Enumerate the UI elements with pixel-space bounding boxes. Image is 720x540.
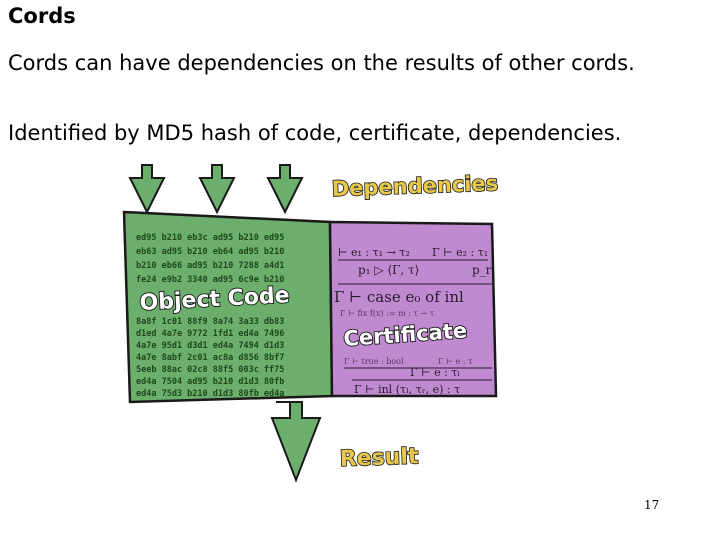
code-line: 4a7e 95d1 d3d1 ed4a 7494 d1d3 — [136, 341, 284, 351]
cert-line: Γ ⊢ true : bool — [344, 357, 404, 366]
code-line: fe24 e9b2 3340 ad95 6c9e b210 — [136, 275, 284, 285]
object-code-text: ed95 b210 eb3c ad95 b210 ed95 eb63 ad95 … — [136, 233, 284, 399]
cert-line: p₁ ▷ ⟨Γ, τ⟩ — [358, 263, 419, 277]
cord-diagram: ed95 b210 eb3c ad95 b210 ed95 eb63 ad95 … — [100, 160, 520, 530]
code-line: 4a7e 8abf 2c01 ac8a d856 8bf7 — [136, 353, 284, 363]
cert-line: Γ ⊢ fix f(x) := m : τ → τ — [340, 309, 435, 318]
cert-line: Γ ⊢ e : τₗ — [410, 366, 460, 379]
slide-title: Cords — [8, 4, 76, 28]
code-line: ed95 b210 eb3c ad95 b210 ed95 — [136, 233, 284, 243]
dependency-arrows — [128, 164, 304, 215]
cert-line: ⊢ e₁ : τ₁ → τ₂ — [338, 246, 410, 259]
label-result: Result — [339, 444, 419, 472]
cert-line: Γ ⊢ e₂ : τ₁ — [432, 246, 488, 259]
code-line: d1ed 4a7e 9772 1fd1 ed4a 7496 — [136, 329, 284, 339]
bullet-identification: Identified by MD5 hash of code, certific… — [8, 121, 622, 145]
cert-line: p_r — [472, 263, 492, 277]
code-line: ed4a 75d3 b210 d1d3 80fb ed4a — [136, 389, 284, 399]
cert-line: Γ ⊢ e : τ — [438, 357, 473, 366]
code-line: eb63 ad95 b210 eb64 ad95 b210 — [136, 247, 284, 257]
code-line: ed4a 7504 ad95 b210 d1d3 80fb — [136, 377, 284, 387]
result-arrow — [270, 401, 322, 483]
dependency-arrow-3 — [266, 164, 304, 215]
page-number: 17 — [644, 498, 660, 512]
certificate-derivation: ⊢ e₁ : τ₁ → τ₂ Γ ⊢ e₂ : τ₁ p₁ ▷ ⟨Γ, τ⟩ p… — [334, 246, 492, 396]
label-dependencies: Dependencies — [331, 171, 498, 201]
dependency-arrow-1 — [128, 164, 166, 215]
cert-line: Γ ⊢ inl (τₗ, τᵣ, e) : τ — [354, 383, 460, 396]
certificate-block — [328, 220, 498, 398]
cord-diagram-svg: ed95 b210 eb3c ad95 b210 ed95 eb63 ad95 … — [122, 164, 499, 483]
code-line: b210 eb66 ad95 b210 7288 a4d1 — [136, 261, 284, 271]
cert-line: Γ ⊢ case e₀ of inl — [334, 288, 464, 306]
dependency-arrow-2 — [198, 164, 236, 215]
bullet-dependencies: Cords can have dependencies on the resul… — [8, 51, 635, 75]
code-line: 5eeb 88ac 02c8 88f5 003c ff75 — [136, 365, 284, 375]
code-line: 8a8f 1c01 88f9 8a74 3a33 db83 — [136, 317, 284, 327]
